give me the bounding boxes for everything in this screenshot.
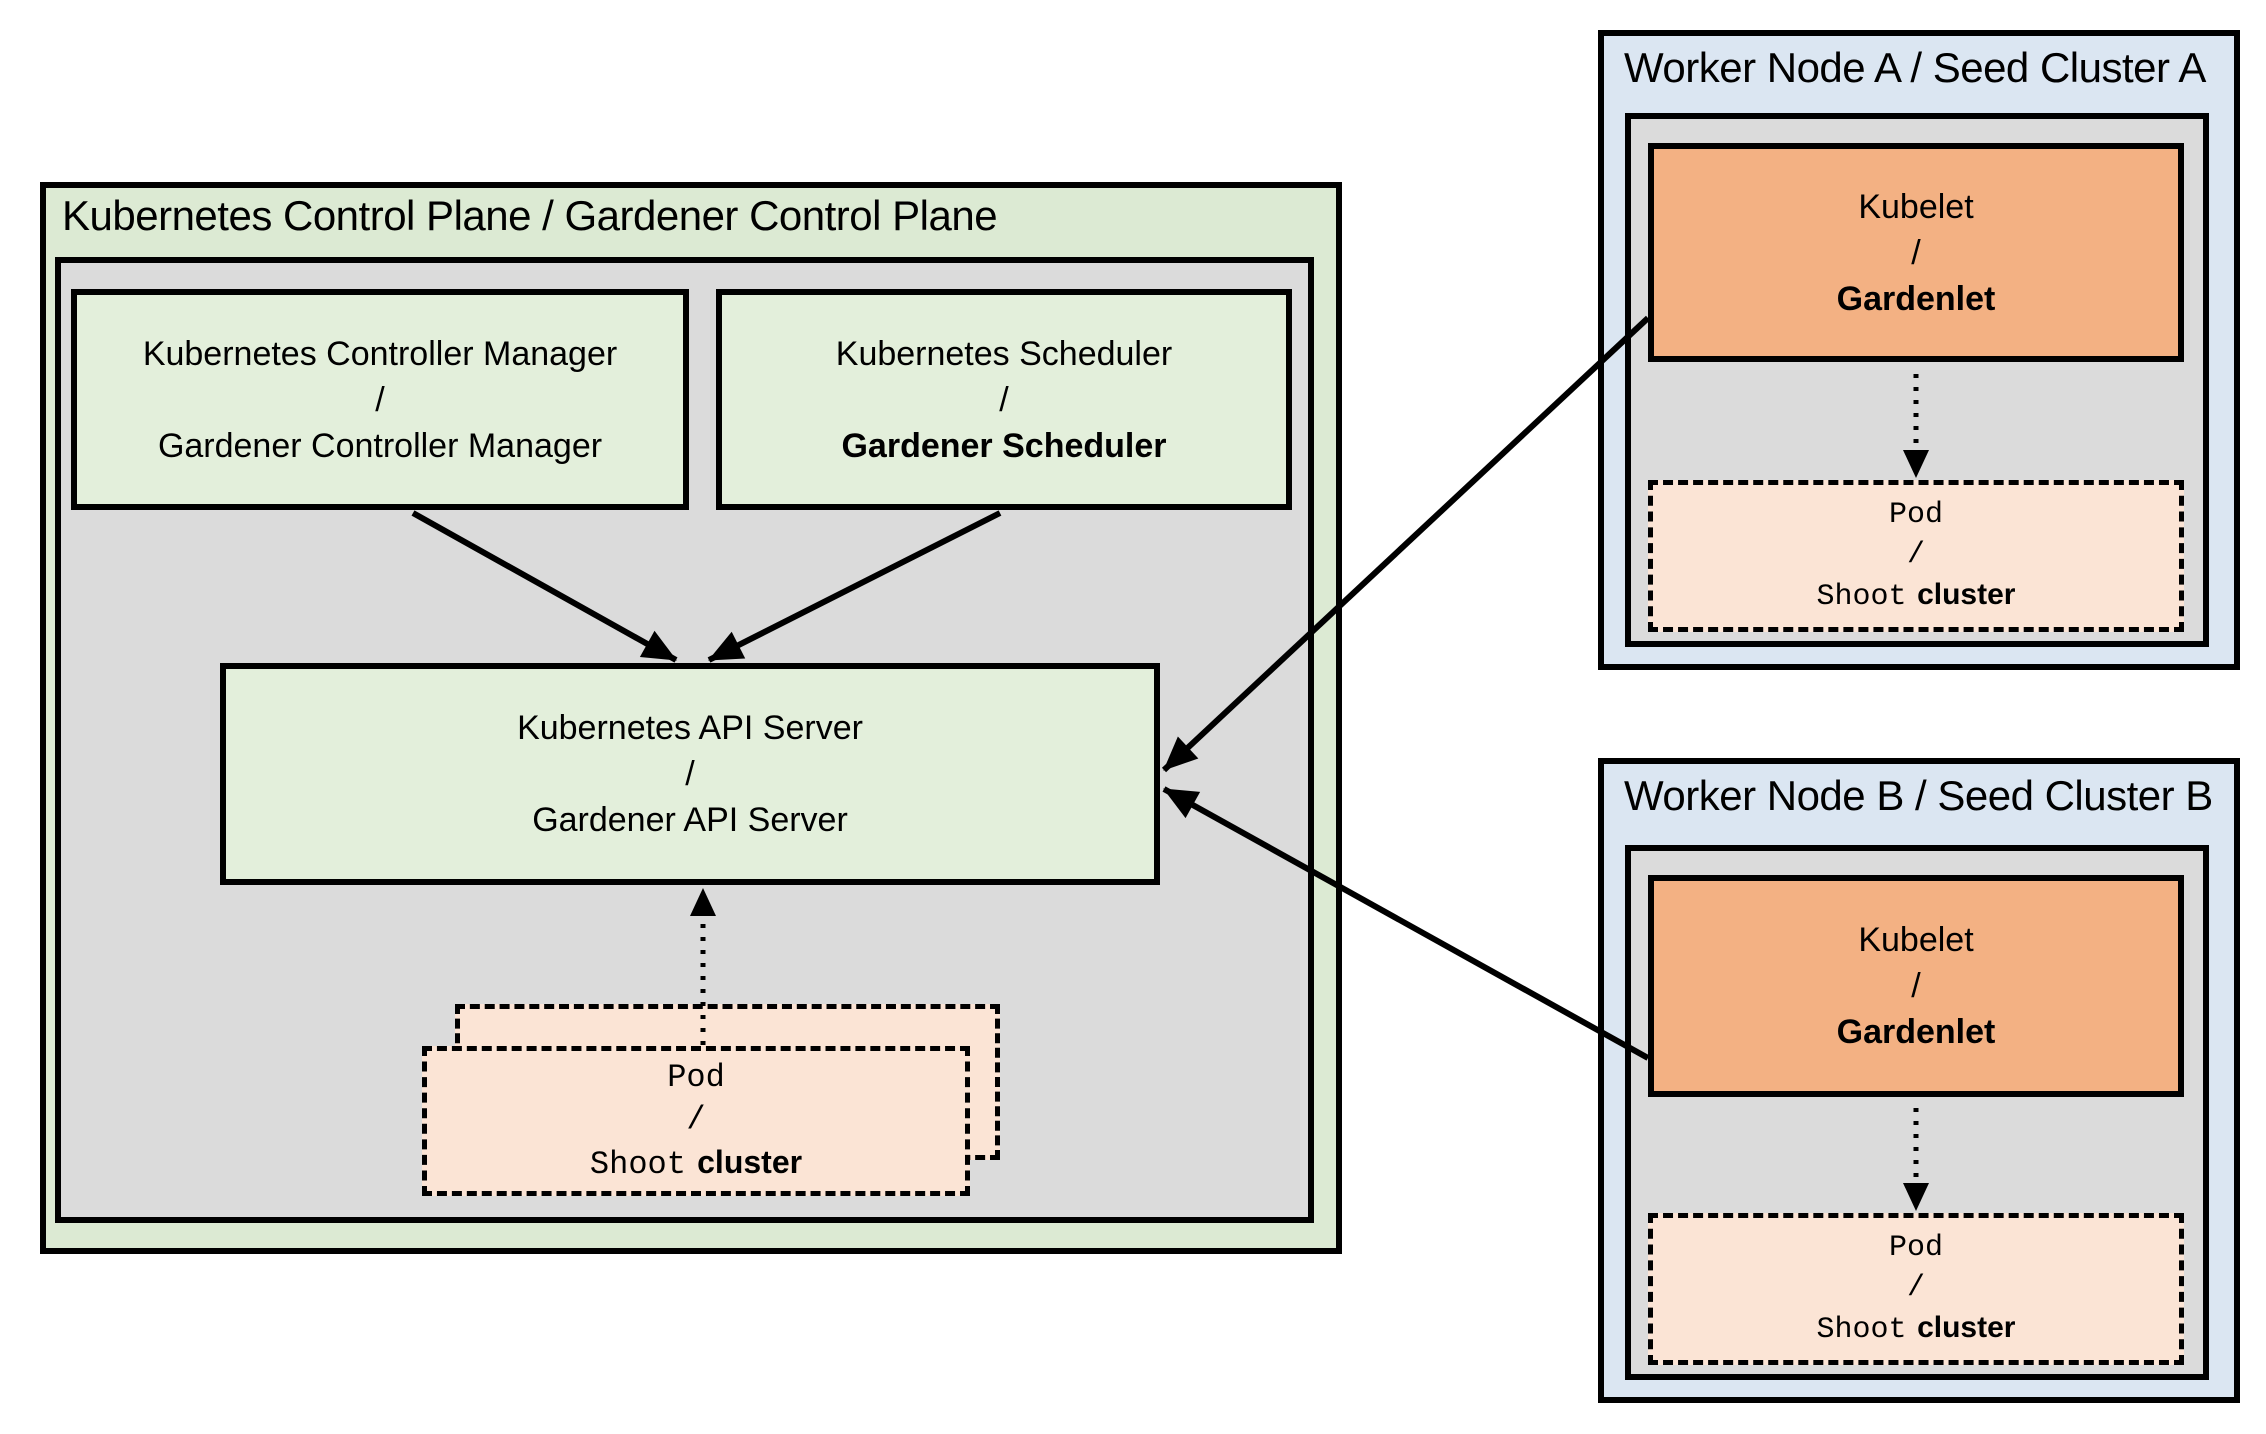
- api-server-line2: Gardener API Server: [532, 801, 848, 839]
- kubelet-b-separator: /: [1911, 967, 1921, 1005]
- pod-a-line2: Shoot cluster: [1817, 575, 2016, 617]
- pod-a-line2-shoot: Shoot: [1816, 580, 1907, 614]
- pod-b-line2: Shoot cluster: [1817, 1308, 2016, 1350]
- pod-line2-cluster: cluster: [697, 1143, 803, 1180]
- pod-shoot-cluster-box-a: Pod / Shoot cluster: [1648, 480, 2184, 632]
- pod-separator: /: [686, 1100, 706, 1138]
- api-server-separator: /: [685, 755, 695, 793]
- controller-manager-separator: /: [375, 380, 385, 419]
- control-plane-title: Kubernetes Control Plane / Gardener Cont…: [62, 192, 998, 239]
- scheduler-separator: /: [999, 380, 1009, 419]
- kubelet-a-separator: /: [1911, 233, 1921, 272]
- kubelet-gardenlet-box-a: Kubelet / Gardenlet: [1648, 143, 2184, 362]
- controller-manager-line2: Gardener Controller Manager: [157, 426, 603, 465]
- scheduler-line1: Kubernetes Scheduler: [835, 334, 1173, 373]
- pod-b-line2-shoot: Shoot: [1816, 1313, 1907, 1347]
- pod-b-separator: /: [1906, 1271, 1925, 1305]
- api-server-box: Kubernetes API Server / Gardener API Ser…: [220, 663, 1160, 885]
- pod-a-line2-cluster: cluster: [1917, 578, 2016, 611]
- kubelet-b-line2: Gardenlet: [1836, 1013, 1996, 1051]
- pod-line2-shoot: Shoot: [589, 1145, 686, 1183]
- scheduler-box: Kubernetes Scheduler / Gardener Schedule…: [716, 289, 1292, 510]
- worker-node-a-title: Worker Node A / Seed Cluster A: [1624, 44, 2206, 91]
- api-server-line1: Kubernetes API Server: [517, 709, 863, 747]
- pod-a-line1: Pod: [1888, 498, 1943, 532]
- worker-node-b-title: Worker Node B / Seed Cluster B: [1624, 772, 2213, 819]
- kubelet-b-line1: Kubelet: [1858, 921, 1974, 959]
- pod-line2: Shoot cluster: [590, 1141, 802, 1186]
- pod-b-line2-cluster: cluster: [1917, 1311, 2016, 1344]
- worker-node-b-box: Worker Node B / Seed Cluster B Kubelet /…: [1598, 758, 2240, 1403]
- kubelet-a-line2: Gardenlet: [1836, 279, 1996, 318]
- controller-manager-box: Kubernetes Controller Manager / Gardener…: [71, 289, 689, 510]
- controller-manager-line1: Kubernetes Controller Manager: [142, 334, 618, 373]
- pod-b-line1: Pod: [1888, 1231, 1943, 1265]
- pod-line1: Pod: [667, 1058, 725, 1096]
- kubelet-gardenlet-box-b: Kubelet / Gardenlet: [1648, 875, 2184, 1097]
- scheduler-line2: Gardener Scheduler: [841, 426, 1167, 465]
- pod-a-separator: /: [1906, 538, 1925, 572]
- worker-node-a-box: Worker Node A / Seed Cluster A Kubelet /…: [1598, 30, 2240, 670]
- pod-shoot-cluster-box: Pod / Shoot cluster: [422, 1046, 970, 1196]
- pod-shoot-cluster-box-b: Pod / Shoot cluster: [1648, 1213, 2184, 1365]
- kubelet-a-line1: Kubelet: [1858, 187, 1974, 226]
